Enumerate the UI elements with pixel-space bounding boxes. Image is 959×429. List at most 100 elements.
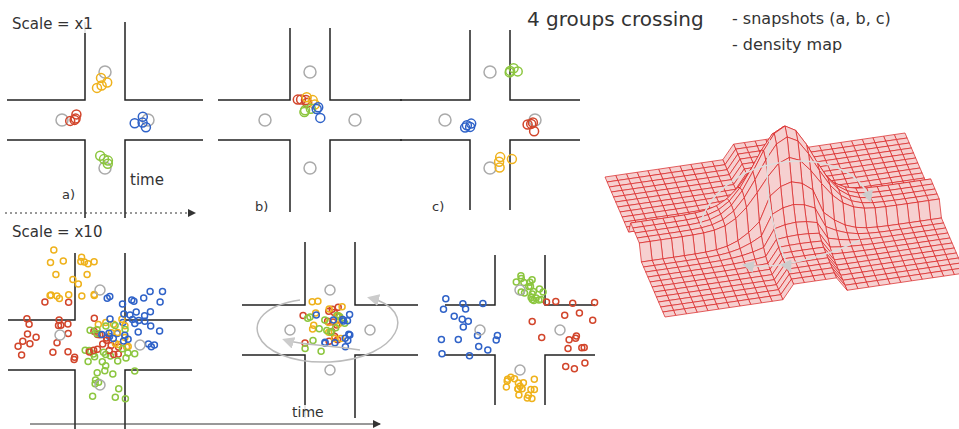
note: - snapshots (a, b, c)	[732, 10, 891, 28]
pedestrian	[513, 67, 522, 76]
pedestrian	[142, 114, 154, 126]
pedestrian	[125, 350, 131, 356]
pedestrian	[480, 300, 486, 306]
pedestrian	[91, 259, 97, 265]
street-outline	[218, 28, 402, 212]
pedestrian	[115, 351, 121, 357]
pedestrian	[304, 66, 316, 78]
pedestrian	[130, 119, 139, 128]
pedestrian	[71, 357, 77, 363]
pedestrian	[322, 339, 328, 345]
pedestrian	[70, 277, 76, 283]
pedestrian	[48, 292, 54, 298]
pedestrian	[345, 338, 351, 344]
pedestrian	[101, 349, 107, 355]
pedestrian	[110, 371, 116, 377]
pedestrian	[15, 343, 21, 349]
pedestrian	[309, 299, 315, 305]
pedestrian	[465, 318, 471, 324]
pedestrian	[316, 113, 325, 122]
pedestrian	[66, 299, 72, 305]
pedestrian	[107, 316, 113, 322]
pedestrian	[590, 317, 596, 323]
pedestrian	[103, 323, 109, 329]
pedestrian	[555, 325, 565, 335]
pedestrian	[60, 258, 66, 264]
pedestrian	[516, 392, 522, 398]
pedestrian	[65, 349, 71, 355]
pedestrian	[122, 332, 128, 338]
pedestrian	[347, 332, 353, 338]
pedestrian	[485, 347, 491, 353]
pedestrian	[33, 334, 39, 340]
scale-label: Scale = x1	[12, 16, 93, 33]
pedestrian	[328, 329, 334, 335]
pedestrian-dots	[15, 64, 598, 402]
pedestrian	[512, 376, 518, 382]
pedestrian	[51, 247, 57, 253]
pedestrian	[592, 300, 598, 306]
pedestrian	[310, 326, 316, 332]
pedestrian	[347, 312, 353, 318]
pedestrian	[96, 151, 105, 160]
pedestrian	[112, 394, 118, 400]
axis-label: time	[292, 405, 324, 420]
pedestrian	[563, 364, 569, 370]
pedestrian	[540, 289, 546, 295]
pedestrian	[349, 114, 361, 126]
scale-label: Scale = x10	[12, 224, 102, 241]
pedestrian	[115, 358, 121, 364]
pedestrian	[103, 159, 112, 168]
pedestrian	[515, 365, 525, 375]
pedestrian	[539, 334, 545, 340]
pedestrian	[531, 387, 537, 393]
pedestrian	[120, 301, 126, 307]
pedestrian	[318, 348, 324, 354]
rotation-arrow	[257, 298, 398, 362]
pedestrian	[132, 351, 138, 357]
pedestrian	[97, 81, 106, 90]
pedestrian	[99, 359, 105, 365]
pedestrian	[136, 317, 142, 323]
pedestrian	[94, 327, 100, 333]
pedestrian	[90, 393, 96, 399]
pedestrian	[151, 342, 157, 348]
mesh-cell	[781, 279, 794, 300]
pedestrian	[529, 291, 535, 297]
pedestrian	[87, 327, 93, 333]
snapshot-label: b)	[255, 200, 268, 214]
mesh-cell	[639, 241, 652, 262]
pedestrian	[79, 293, 85, 299]
snapshot-label: c)	[432, 200, 444, 214]
pedestrian	[573, 333, 579, 339]
pedestrian	[570, 300, 576, 306]
pedestrian	[300, 108, 309, 117]
pedestrian	[576, 310, 582, 316]
pedestrian	[341, 318, 347, 324]
pedestrian	[529, 319, 535, 325]
pedestrian	[581, 345, 587, 351]
pedestrian	[460, 324, 466, 330]
pedestrian	[463, 306, 469, 312]
pedestrian	[326, 306, 332, 312]
pedestrian	[307, 314, 313, 320]
pedestrian	[322, 317, 328, 323]
pedestrian	[455, 336, 461, 342]
mesh-cell	[834, 273, 847, 290]
street-outline	[242, 242, 418, 418]
pedestrian	[122, 396, 128, 402]
pedestrian	[259, 114, 271, 126]
pedestrian	[99, 332, 105, 338]
pedestrian	[112, 323, 118, 329]
pedestrian	[50, 349, 56, 355]
pedestrian	[476, 344, 482, 350]
pedestrian	[133, 309, 139, 315]
pedestrian	[121, 311, 127, 317]
pedestrian	[325, 285, 335, 295]
pedestrian	[339, 304, 345, 310]
pedestrian	[54, 340, 60, 346]
pedestrian	[132, 368, 138, 374]
pedestrian	[459, 316, 465, 322]
time-arrow	[30, 424, 380, 425]
